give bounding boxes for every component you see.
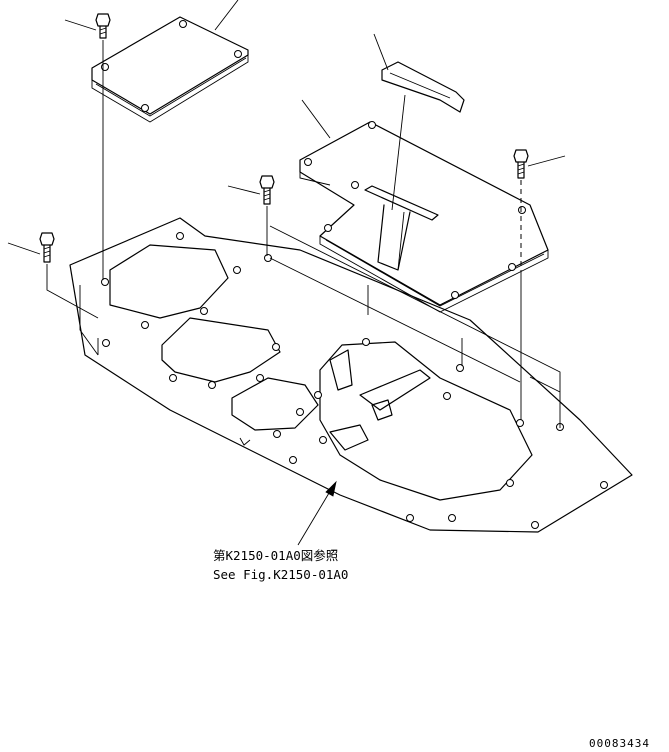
reference-note-jp: 第K2150-01A0図参照 bbox=[213, 548, 338, 563]
drawing-number: 00083434 bbox=[589, 737, 650, 750]
pan-plate bbox=[69, 217, 633, 533]
bolt-1 bbox=[95, 13, 111, 39]
bolt-3 bbox=[39, 232, 55, 263]
bolt-4 bbox=[513, 149, 529, 179]
bolt-2 bbox=[259, 175, 275, 205]
small-cover-plate bbox=[91, 16, 249, 123]
pan-window-4 bbox=[319, 341, 533, 501]
pan-window-2 bbox=[161, 317, 281, 383]
pan-window-3 bbox=[231, 377, 319, 431]
pan-bolt-holes bbox=[101, 232, 608, 529]
assembly-lines bbox=[7, 0, 566, 546]
reference-note-en: See Fig.K2150-01A0 bbox=[213, 567, 348, 582]
pan-window-1 bbox=[109, 244, 229, 319]
large-cover-plate bbox=[299, 121, 549, 313]
baffle-bracket bbox=[377, 61, 465, 271]
